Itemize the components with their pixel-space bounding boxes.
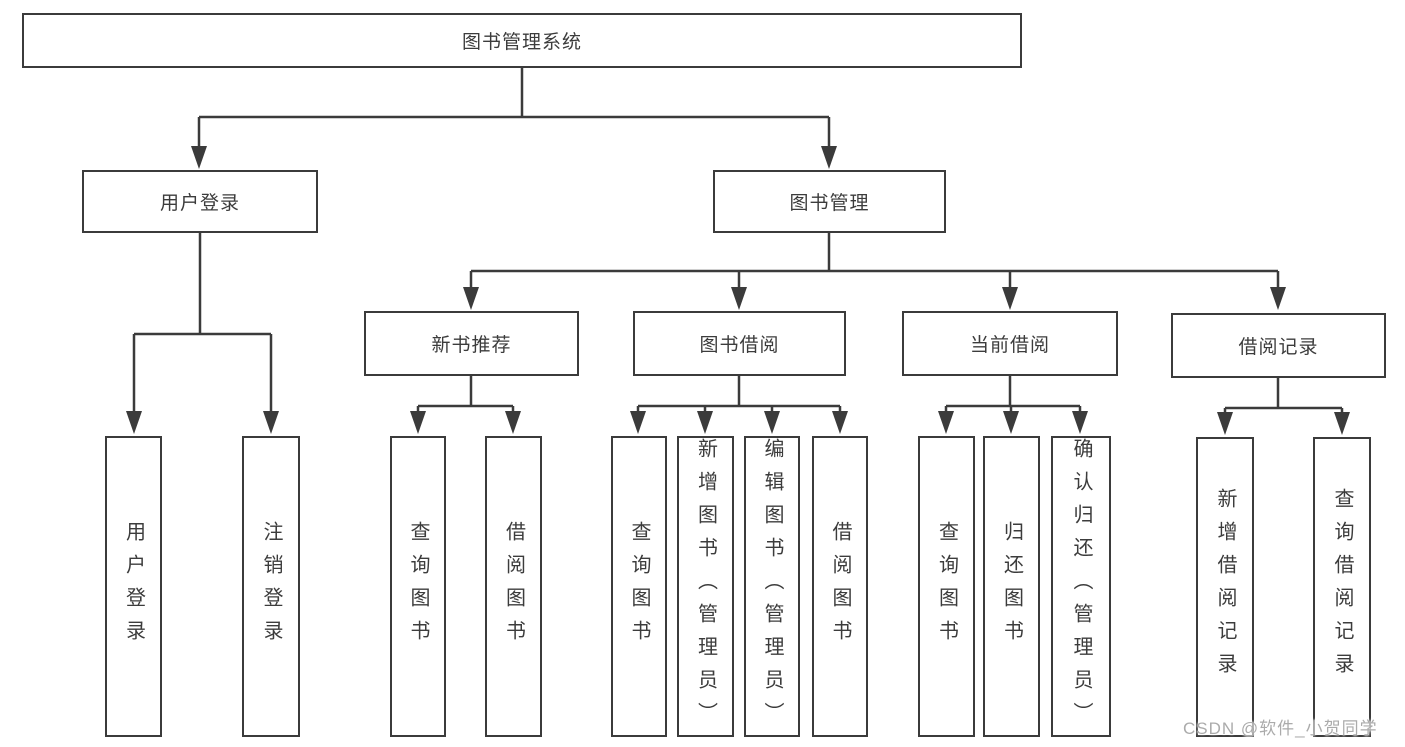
node-current-borrow: 当前借阅 xyxy=(902,311,1118,376)
leaf-return-book: 归还图书 xyxy=(983,436,1040,737)
leaf-user-login: 用户登录 xyxy=(105,436,162,737)
node-book-management: 图书管理 xyxy=(713,170,946,233)
leaf-borrow-books: 借阅图书 xyxy=(812,436,868,737)
edge-user-login-children xyxy=(126,233,279,434)
leaf-query-books-recommend: 查询图书 xyxy=(390,436,446,737)
csdn-watermark: CSDN @软件_小贺同学 xyxy=(1183,719,1378,738)
node-book-borrow: 图书借阅 xyxy=(633,311,846,376)
edge-borrow-records-children xyxy=(1217,378,1350,435)
edge-current-borrow-children xyxy=(938,376,1088,434)
leaf-query-borrow-record: 查询借阅记录 xyxy=(1313,437,1371,737)
edge-root-to-level2 xyxy=(191,68,837,169)
leaf-confirm-return-admin: 确认归还（管理员） xyxy=(1051,436,1111,737)
node-borrow-records: 借阅记录 xyxy=(1171,313,1386,378)
leaf-query-books-borrow: 查询图书 xyxy=(611,436,667,737)
leaf-add-book-admin: 新增图书（管理员） xyxy=(677,436,734,737)
node-library-management-system: 图书管理系统 xyxy=(22,13,1022,68)
edge-book-borrow-children xyxy=(630,376,848,434)
edge-book-management-children xyxy=(463,233,1286,310)
edge-new-book-recommend-children xyxy=(410,376,521,434)
leaf-query-books-current: 查询图书 xyxy=(918,436,975,737)
leaf-edit-book-admin: 编辑图书（管理员） xyxy=(744,436,800,737)
node-user-login: 用户登录 xyxy=(82,170,318,233)
node-new-book-recommend: 新书推荐 xyxy=(364,311,579,376)
leaf-add-borrow-record: 新增借阅记录 xyxy=(1196,437,1254,737)
leaf-borrow-books-recommend: 借阅图书 xyxy=(485,436,542,737)
leaf-logout: 注销登录 xyxy=(242,436,300,737)
